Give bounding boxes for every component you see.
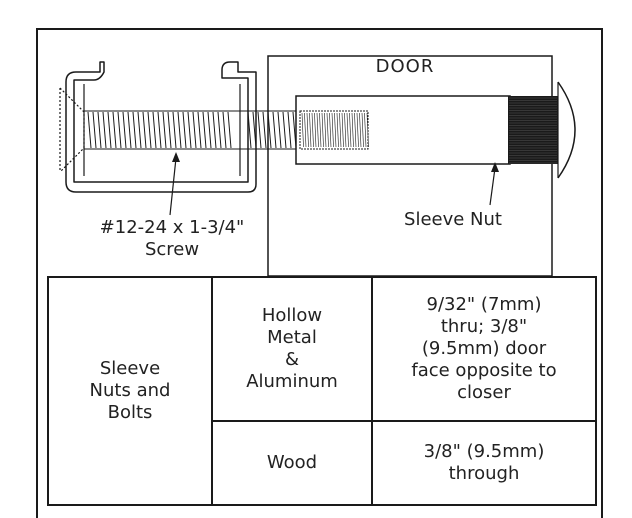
screw-label: #12-24 x 1-3/4" Screw	[99, 217, 245, 260]
material-cell: Wood	[211, 420, 373, 506]
sleeve-nut-knurl	[508, 96, 558, 164]
nut-leader	[489, 167, 496, 206]
door-label: DOOR	[375, 56, 435, 77]
spec-table: Sleeve Nuts and Bolts Hollow Metal & Alu…	[47, 276, 597, 506]
table-row: Wood 3/8" (9.5mm) through	[48, 420, 597, 506]
screw-leader	[169, 157, 177, 216]
spec-cell: 9/32" (7mm) thru; 3/8" (9.5mm) door face…	[371, 276, 597, 422]
figure-frame	[36, 28, 603, 518]
screw-threads	[87, 111, 297, 149]
sleeve-nut-cap	[557, 81, 576, 179]
sleeve-fine-threads	[301, 112, 369, 148]
door-outline	[267, 55, 553, 277]
category-cell: Sleeve Nuts and Bolts	[47, 276, 213, 506]
spec-cell: 3/8" (9.5mm) through	[371, 420, 597, 506]
installation-diagram	[59, 55, 576, 277]
table-row: Sleeve Nuts and Bolts Hollow Metal & Alu…	[47, 276, 597, 506]
screw-head	[59, 87, 85, 173]
closer-bracket	[65, 61, 257, 193]
knurl-lines	[509, 97, 557, 164]
sleeve-nut-body	[295, 95, 511, 165]
material-cell: Hollow Metal & Aluminum	[211, 276, 373, 422]
sleeve-nut-label: Sleeve Nut	[404, 209, 502, 230]
